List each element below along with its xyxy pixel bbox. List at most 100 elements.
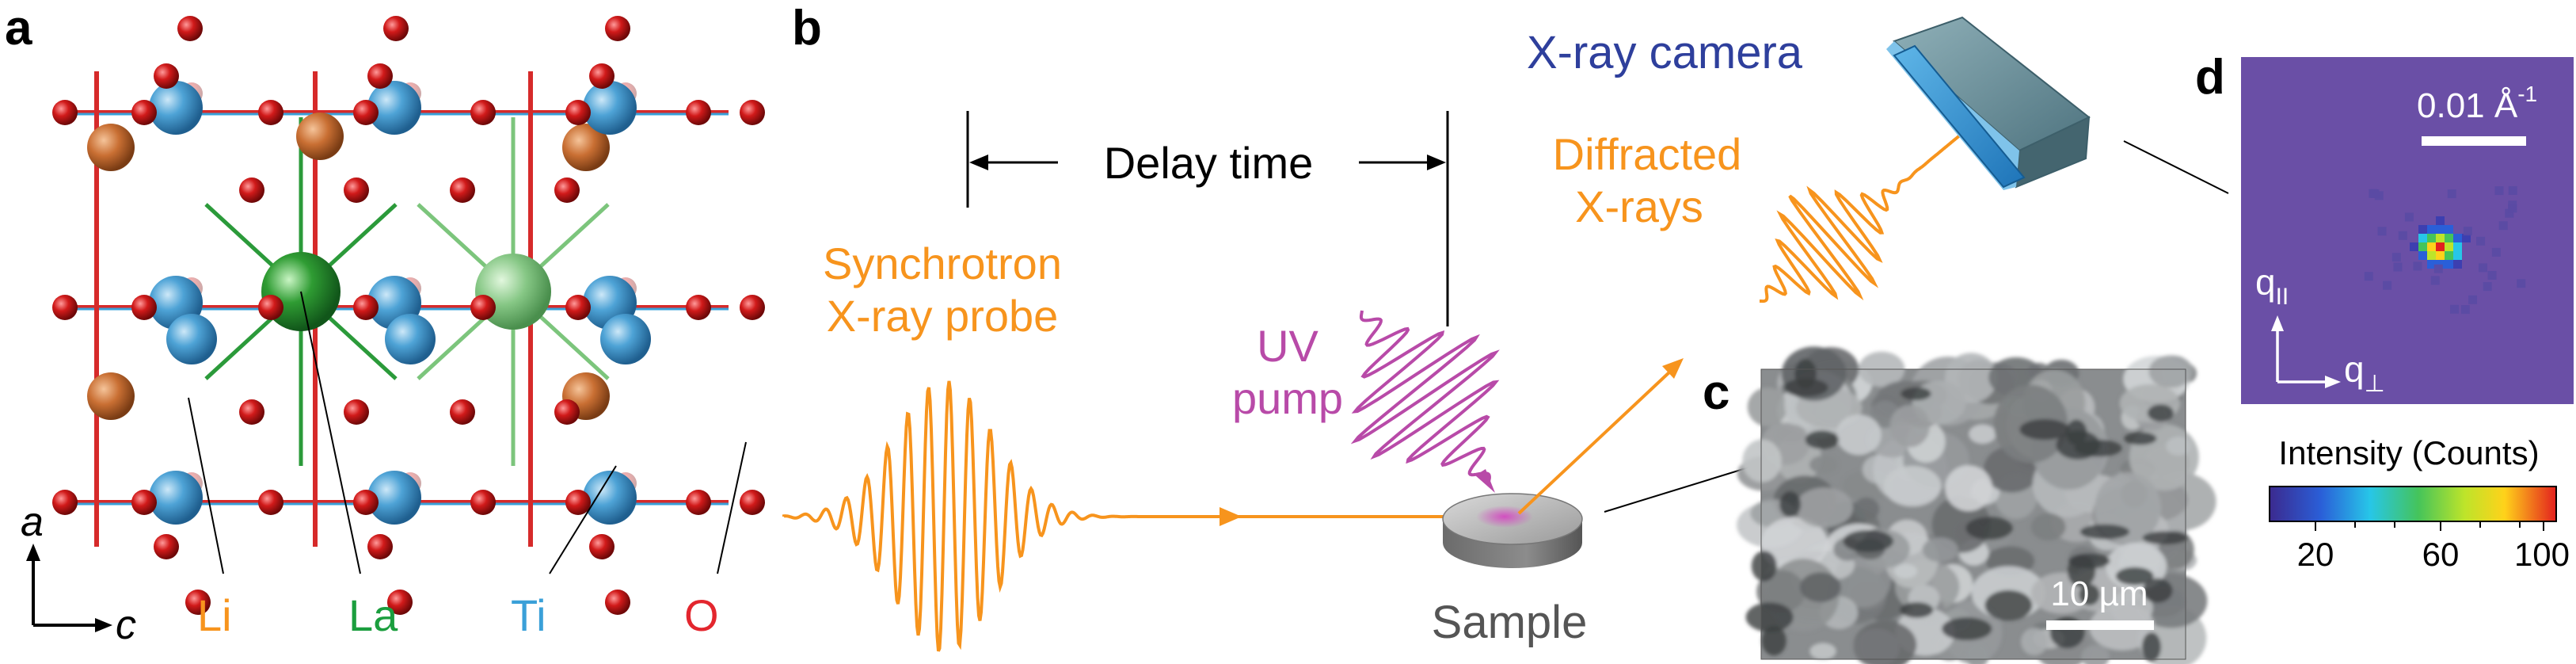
oxygen-atom (565, 295, 591, 320)
sem-scalebar (2046, 620, 2154, 630)
detector-noise-pixel (2476, 236, 2486, 246)
detector-pixel (2427, 234, 2436, 242)
detector-noise-pixel (2491, 247, 2501, 257)
sem-pore (1761, 626, 1786, 656)
sem-grain (1809, 643, 1836, 660)
oxygen-atom (383, 16, 409, 41)
oxygen-atom (258, 490, 283, 515)
oxygen-atom (52, 490, 78, 515)
sem-grain (1836, 414, 1882, 456)
delay-time-marker: Delay time (966, 111, 1449, 326)
detector-pixel (2445, 242, 2453, 251)
sem-grain (2030, 513, 2066, 541)
detector-noise-pixel (2393, 262, 2403, 272)
titanium-atom (166, 314, 217, 364)
oxygen-atom (554, 399, 580, 425)
detector-scalebar-label: 0.01 Å-1 (2417, 82, 2537, 125)
panel-label-d: d (2195, 50, 2225, 105)
oxygen-atom (367, 534, 393, 559)
oxygen-atom (554, 177, 580, 203)
oxygen-atom (353, 295, 379, 320)
detector-noise-pixel (2508, 204, 2517, 213)
xray-probe-beam (782, 380, 1504, 652)
detector-pixel (2427, 260, 2436, 269)
lithium-atom (562, 124, 610, 171)
sem-grain (1760, 517, 1828, 571)
sem-pore (1901, 387, 1931, 401)
element-label-o: O (684, 590, 719, 640)
xray-camera (1886, 16, 2091, 190)
detector-background (2241, 57, 2574, 404)
detector-noise-pixel (2483, 282, 2492, 292)
oxygen-atom (131, 100, 157, 125)
diffracted-beam (1517, 369, 1672, 515)
titanium-atom (583, 81, 637, 135)
detector-pixel (2436, 225, 2445, 234)
q-perp-label: q⊥ (2344, 349, 2385, 397)
detector-noise-pixel (2508, 185, 2517, 195)
oxygen-atom (131, 295, 157, 320)
colorbar-tick-60: 60 (2422, 536, 2460, 573)
oxygen-atom (387, 590, 413, 615)
sem-grain (1853, 628, 1900, 664)
oxygen-atom (589, 534, 615, 559)
detector-noise-pixel (2430, 276, 2440, 285)
oxygen-atom (52, 100, 78, 125)
titanium-atom (385, 314, 436, 364)
delay-time-label: Delay time (1104, 138, 1314, 188)
element-leader-lines (188, 291, 747, 574)
detector-noise-pixel (2364, 272, 2373, 281)
detector-leader-line (2123, 140, 2229, 194)
oxygen-atom (450, 177, 475, 203)
sem-grain (1922, 537, 1958, 563)
sem-grain (1747, 387, 1787, 427)
titanium-atom (149, 471, 203, 525)
element-legend: Li La Ti O (197, 590, 719, 640)
colorbar-title: Intensity (Counts) (2278, 434, 2539, 471)
oxygen-atom (605, 16, 630, 41)
oxygen-atom (154, 63, 179, 89)
sem-pore (1900, 601, 1934, 618)
sem-pore (1805, 430, 1840, 449)
detector-noise-pixel (2391, 253, 2401, 262)
sem-pore (1843, 529, 1894, 552)
detector-noise-pixel (2494, 186, 2504, 196)
oxygen-atom (344, 399, 369, 425)
probe-label-line1: Synchrotron (823, 239, 1062, 288)
detector-noise-pixel (2374, 191, 2384, 200)
sem-grain (1809, 455, 1838, 475)
probe-label-line2: X-ray probe (827, 291, 1059, 341)
oxygen-atom (239, 177, 264, 203)
detector-noise-pixel (2450, 304, 2460, 314)
detector-noise-pixel (2505, 208, 2514, 218)
sem-grain (1853, 497, 1880, 521)
element-label-li: Li (197, 590, 232, 640)
detector-noise-pixel (2460, 305, 2470, 315)
sem-pore (1745, 602, 1794, 632)
sem-pore (1984, 590, 2033, 621)
detector-pixel (2453, 242, 2462, 251)
detector-pixel (2427, 251, 2436, 260)
oxygen-atom (344, 177, 369, 203)
sem-grain (1969, 424, 1996, 445)
oxygen-atom (353, 100, 379, 125)
sem-grain (1756, 570, 1805, 613)
sem-pore (2065, 419, 2087, 445)
detector-pixel (2445, 251, 2453, 260)
detector-pixel (2418, 251, 2427, 260)
sem-pore (2142, 531, 2188, 545)
element-label-ti: Ti (511, 590, 546, 640)
detector-pixel (2445, 225, 2453, 234)
oxygen-atom (185, 590, 211, 615)
lithium-atom (87, 372, 135, 420)
detector-noise-pixel (2383, 280, 2392, 290)
oxygen-atom (686, 295, 711, 320)
oxygen-atom (470, 490, 496, 515)
sem-grain (2148, 355, 2194, 388)
oxygen-atom (565, 490, 591, 515)
titanium-atom (600, 314, 651, 364)
sem-pore (2068, 553, 2110, 569)
detector-pixel (2410, 242, 2418, 251)
detector-pixel (2453, 234, 2462, 242)
panel-label-a: a (5, 1, 32, 55)
